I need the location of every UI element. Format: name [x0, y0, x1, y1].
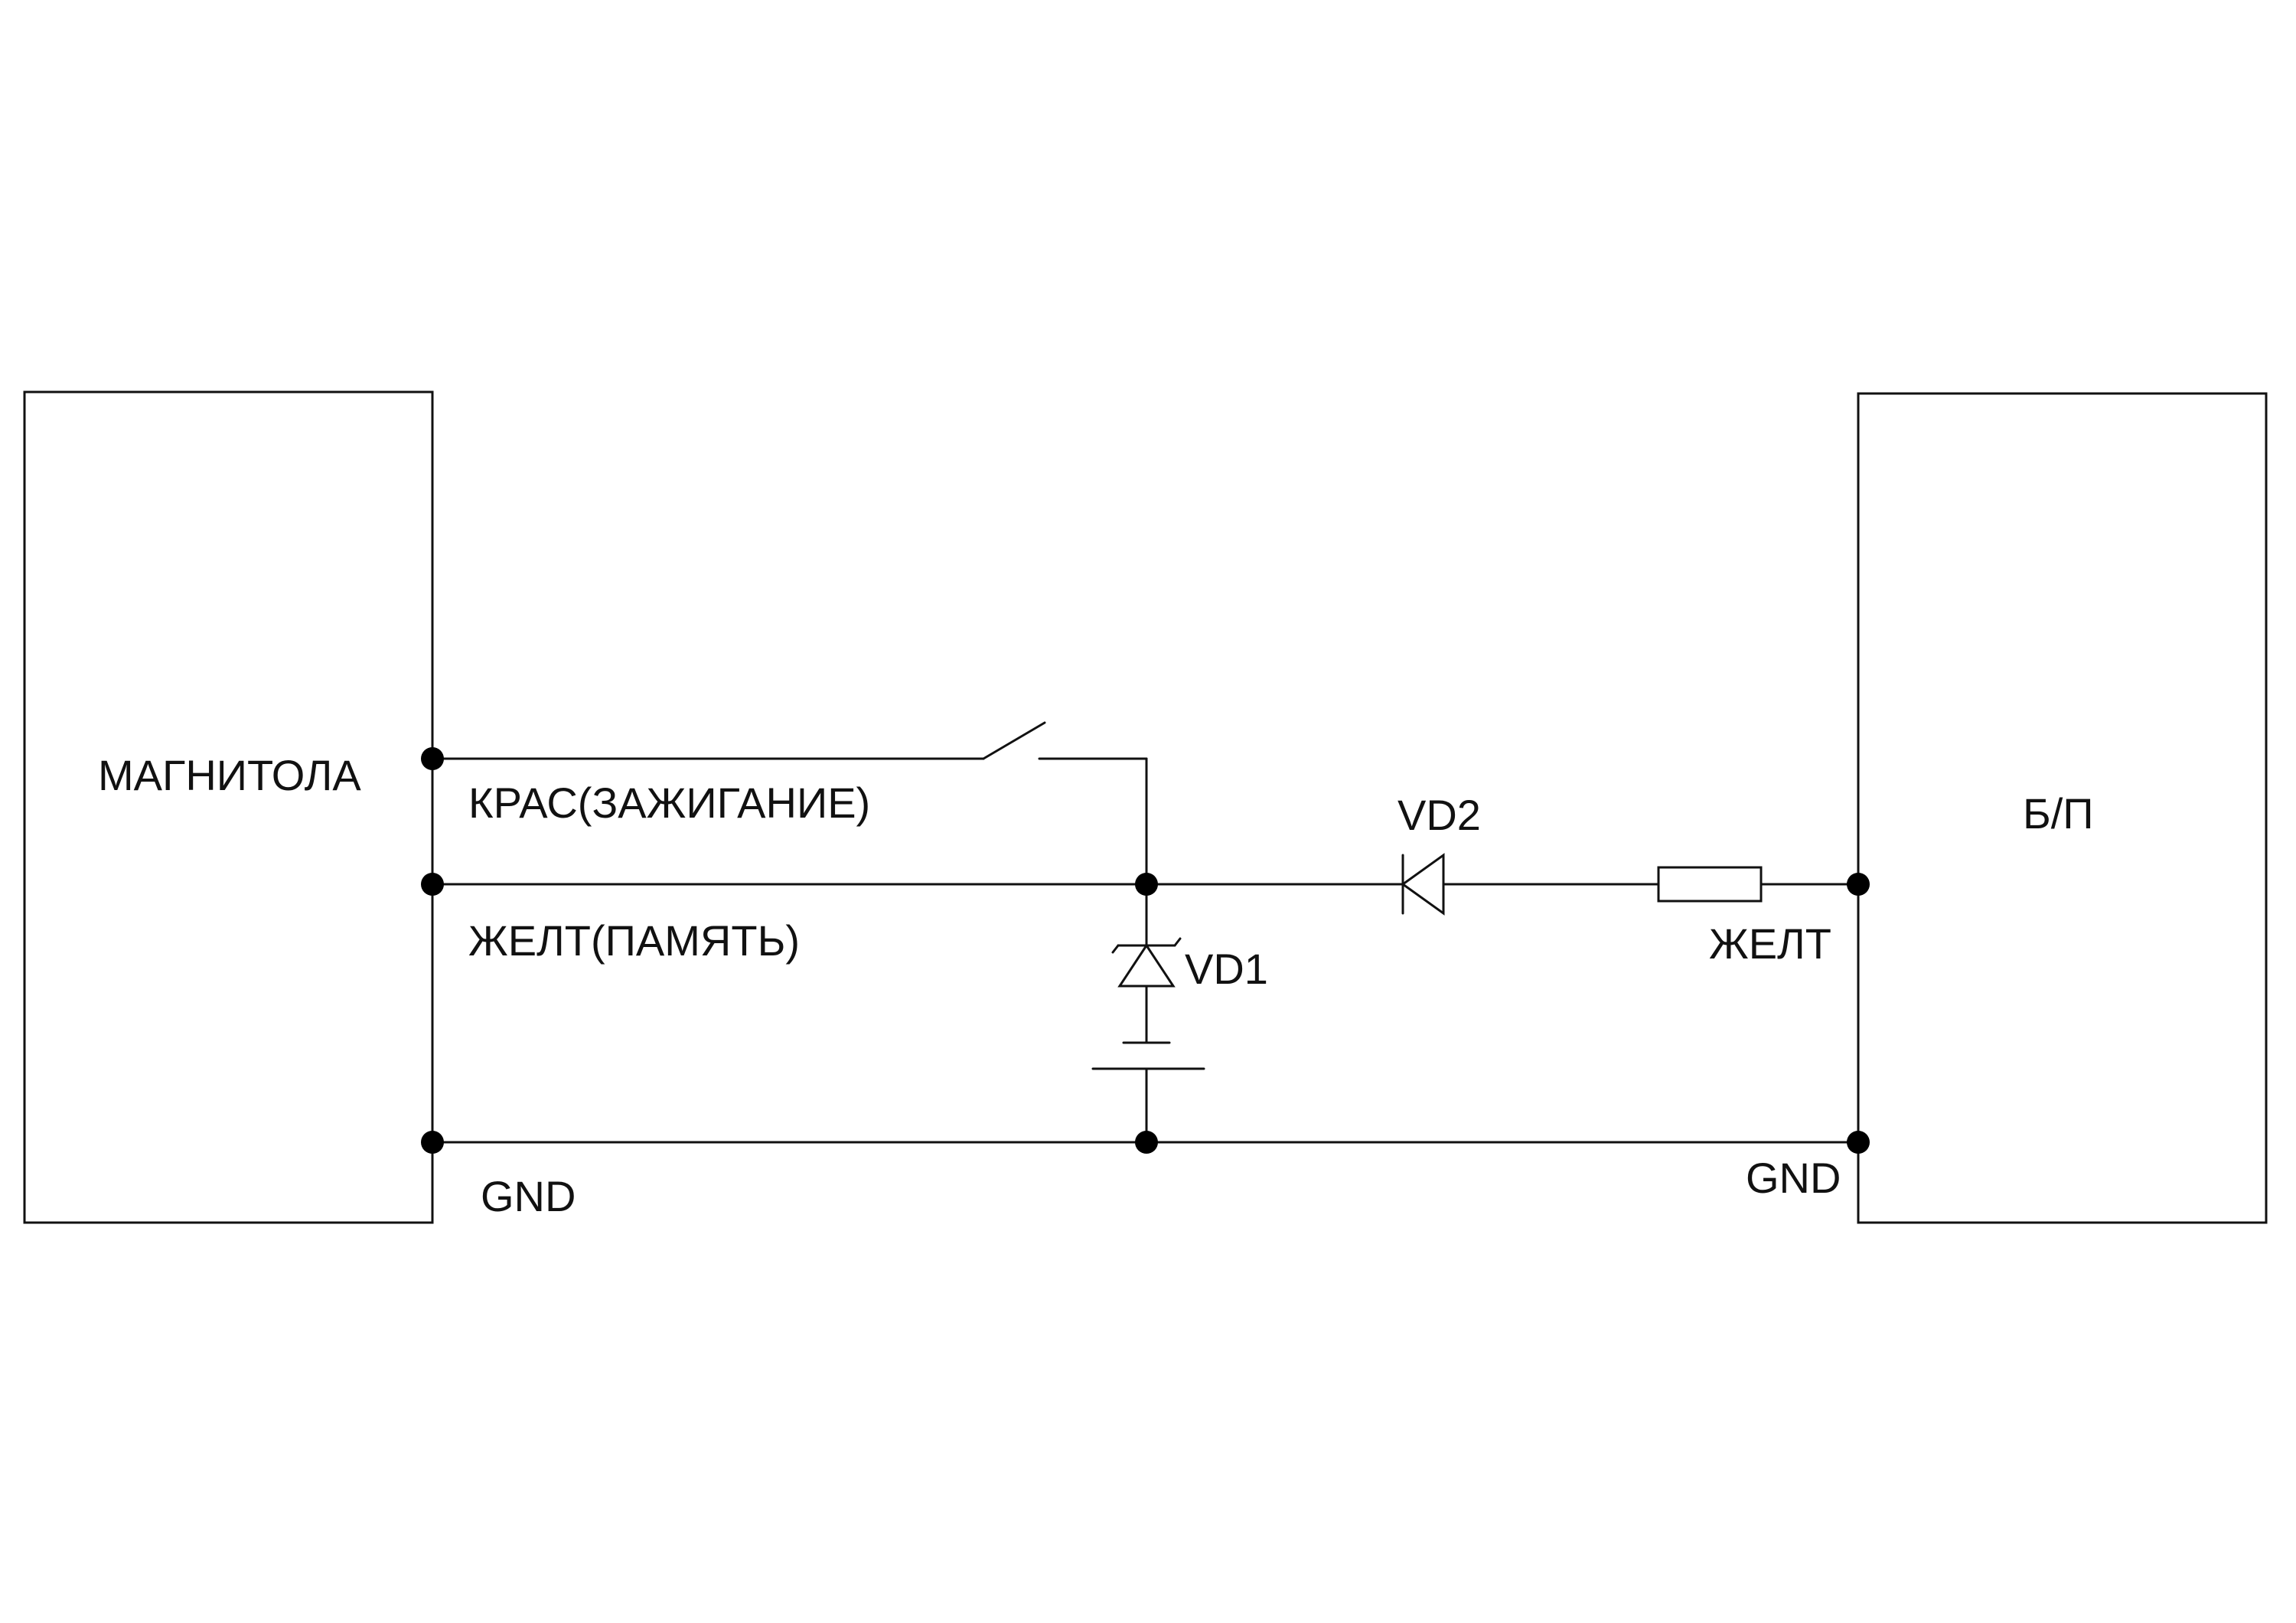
diode-vd2-label: VD2: [1397, 791, 1481, 839]
switch-lever: [982, 721, 1046, 760]
junction-dot-ignition: [421, 747, 444, 770]
head-unit-box: [23, 390, 434, 1224]
power-supply-label: Б/П: [2023, 789, 2094, 838]
fuse: [1657, 866, 1763, 903]
junction-dot-psu-out: [1847, 873, 1870, 896]
psu-output-wire-label: ЖЕЛТ: [1709, 919, 1831, 968]
junction-dot-memory: [421, 873, 444, 896]
head-unit-block: МАГНИТОЛА: [23, 390, 434, 1224]
diode-vd2-triangle: [1401, 853, 1445, 916]
ground-line: GND GND: [431, 1141, 1860, 1220]
power-supply-block: Б/П: [1857, 392, 2268, 1224]
memory-line: ЖЕЛТ(ПАМЯТЬ): [431, 883, 1404, 965]
fuse-line: ЖЕЛТ: [1502, 866, 1860, 968]
junctions: [421, 747, 1870, 1154]
head-unit-label: МАГНИТОЛА: [98, 751, 361, 799]
ground-right-label: GND: [1746, 1154, 1841, 1202]
power-supply-box: [1857, 392, 2268, 1224]
junction-dot-vd1-top: [1135, 873, 1158, 896]
zener-vd1-triangle: [1117, 943, 1176, 988]
ignition-line: КРАС(ЗАЖИГАНИЕ): [431, 721, 1148, 886]
diode-vd2: VD2: [1397, 791, 1505, 916]
junction-dot-gnd-right: [1847, 1131, 1870, 1154]
junction-dot-gnd-left: [421, 1131, 444, 1154]
zener-vd1-label: VD1: [1185, 945, 1268, 993]
ignition-wire-label: КРАС(ЗАЖИГАНИЕ): [468, 779, 870, 827]
junction-dot-vd1-bottom: [1135, 1131, 1158, 1154]
ground-left-label: GND: [481, 1172, 576, 1220]
memory-wire-label: ЖЕЛТ(ПАМЯТЬ): [468, 916, 800, 965]
zener-vd1: VD1: [1091, 883, 1268, 1144]
